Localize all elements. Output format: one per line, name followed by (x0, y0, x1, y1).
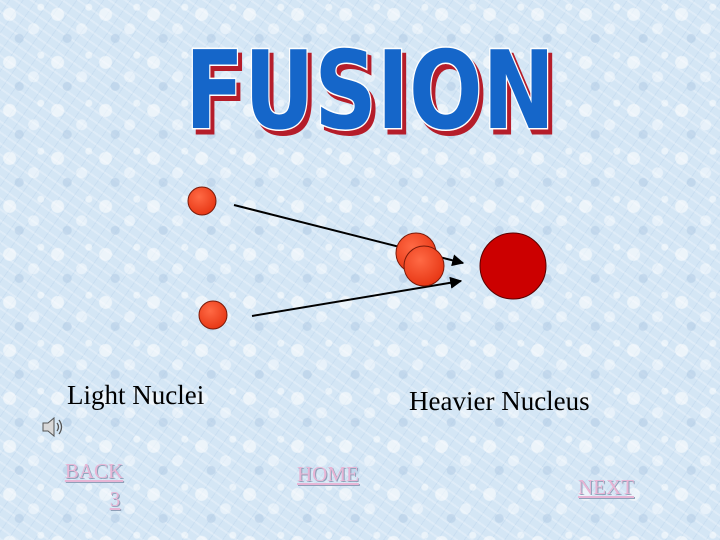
back-page-number: 3 (109, 487, 121, 511)
page-title: FUSION (185, 29, 555, 154)
heavier-nucleus-label: Heavier Nucleus (409, 386, 590, 416)
light-nucleus-bottom (198, 300, 228, 330)
colliding-nucleus-front (403, 245, 445, 287)
light-nuclei-label: Light Nuclei (67, 380, 205, 410)
page-title-shadow: FUSION (189, 34, 559, 159)
heavier-nucleus (479, 232, 547, 300)
next-button[interactable]: NEXT (578, 475, 634, 499)
back-label: BACK (64, 459, 124, 483)
back-button[interactable]: BACK 3 (58, 457, 130, 513)
home-button[interactable]: HOME (297, 462, 359, 486)
bottom-arrow (251, 276, 463, 317)
light-nucleus-top (187, 186, 217, 216)
speaker-icon[interactable] (40, 414, 66, 440)
